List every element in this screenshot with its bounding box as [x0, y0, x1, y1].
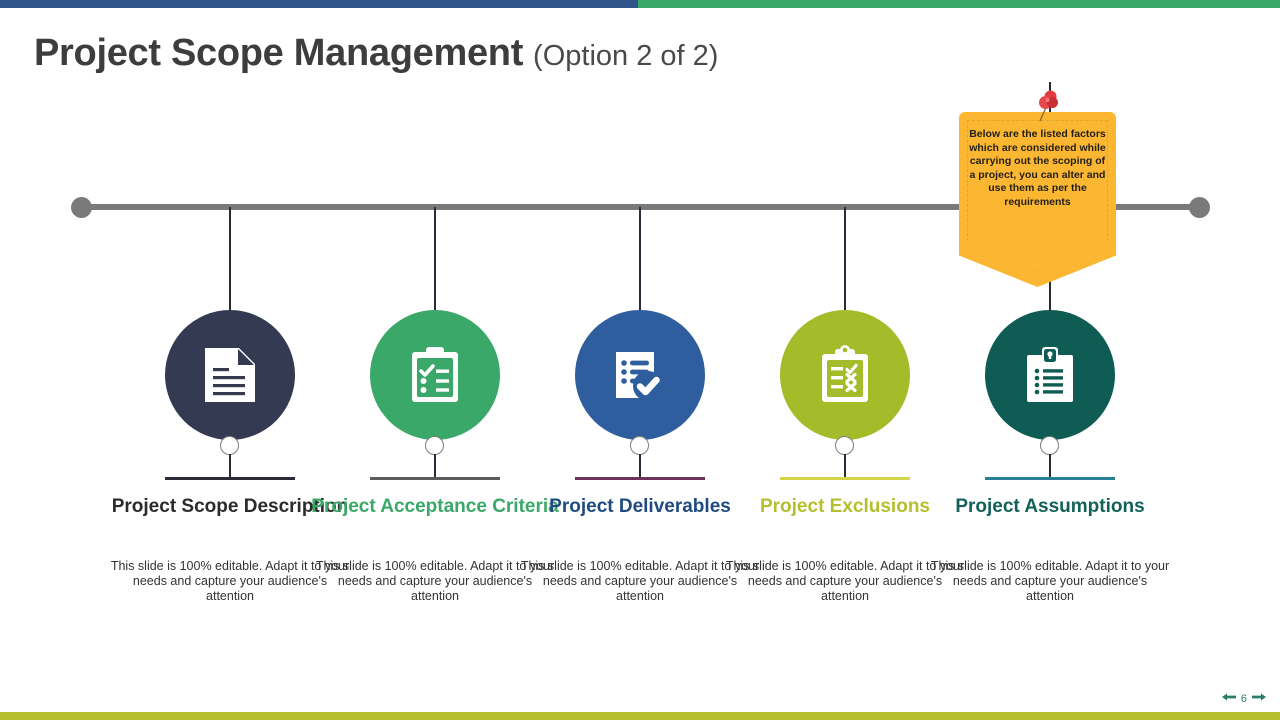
node-description: This slide is 100% editable. Adapt it to…	[110, 559, 350, 603]
node-connector-stem	[844, 454, 846, 478]
page-number: 6	[1240, 692, 1247, 705]
node-title: Project Exclusions	[759, 496, 930, 517]
callout-note: Below are the listed factors which are c…	[959, 112, 1116, 287]
node-underline	[780, 477, 910, 480]
node-title: Project Deliverables	[549, 496, 731, 517]
page-title-main: Project Scope Management	[34, 32, 524, 74]
node-connector-dot	[835, 436, 854, 455]
arrow-right-icon[interactable]	[1252, 692, 1266, 705]
top-accent-bar	[0, 0, 1280, 8]
clipboard-check-cross-icon	[780, 310, 910, 440]
node-description: This slide is 100% editable. Adapt it to…	[315, 559, 555, 603]
node-underline	[165, 477, 295, 480]
node-underline	[370, 477, 500, 480]
node-description: This slide is 100% editable. Adapt it to…	[930, 559, 1170, 603]
node-connector-stem	[1049, 454, 1051, 478]
document-lines-icon	[165, 310, 295, 440]
node-connector-dot	[220, 436, 239, 455]
clipboard-lock-list-icon	[985, 310, 1115, 440]
arrow-left-icon[interactable]	[1221, 692, 1236, 705]
node-circle[interactable]	[985, 310, 1115, 440]
top-bar-green-segment	[638, 0, 1280, 8]
node-connector-stem	[639, 454, 641, 478]
node-title: Project Acceptance Criteria	[311, 496, 559, 517]
timeline-cap-left	[71, 197, 92, 218]
pushpin-icon	[1030, 88, 1066, 122]
node-stem	[844, 207, 846, 313]
node-stem	[639, 207, 641, 313]
node-circle[interactable]	[370, 310, 500, 440]
callout-shape	[959, 112, 1116, 287]
list-check-icon	[575, 310, 705, 440]
node-connector-dot	[1040, 436, 1059, 455]
node-stem	[434, 207, 436, 313]
node-connector-stem	[434, 454, 436, 478]
node-title: Project Scope Description	[111, 496, 349, 517]
top-bar-blue-segment	[0, 0, 638, 8]
node-connector-dot	[425, 436, 444, 455]
page-title: Project Scope Management (Option 2 of 2)	[34, 32, 718, 75]
callout-dashed-border	[967, 120, 1108, 271]
node-circle[interactable]	[780, 310, 910, 440]
node-circle[interactable]	[165, 310, 295, 440]
node-connector-stem	[229, 454, 231, 478]
node-underline	[575, 477, 705, 480]
node-connector-dot	[630, 436, 649, 455]
bottom-accent-bar	[0, 712, 1280, 720]
page-navigation[interactable]: 6	[1221, 692, 1266, 705]
node-circle[interactable]	[575, 310, 705, 440]
clipboard-checklist-icon	[370, 310, 500, 440]
node-stem	[229, 207, 231, 313]
node-description: This slide is 100% editable. Adapt it to…	[520, 559, 760, 603]
callout-text: Below are the listed factors which are c…	[969, 128, 1106, 208]
timeline-cap-right	[1189, 197, 1210, 218]
node-underline	[985, 477, 1115, 480]
node-description: This slide is 100% editable. Adapt it to…	[725, 559, 965, 603]
node-title: Project Assumptions	[955, 496, 1145, 517]
page-title-subtitle: (Option 2 of 2)	[533, 40, 719, 72]
